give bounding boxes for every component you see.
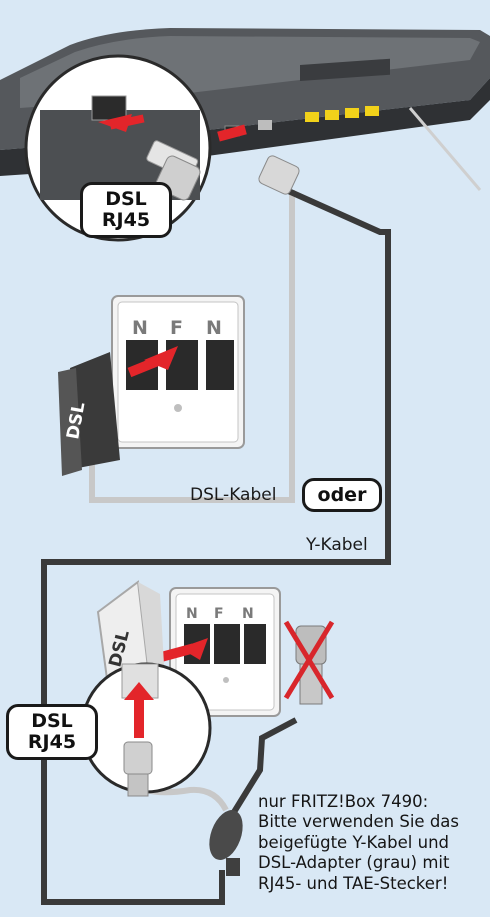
crossed-out-plug	[283, 620, 335, 705]
tae-plug-upper	[58, 352, 120, 476]
dsl-rj45-badge-bottom: DSL RJ45	[6, 704, 98, 760]
lan-port-4	[365, 106, 379, 116]
note-line3: beigefügte Y-Kabel und	[258, 832, 449, 852]
lower-socket-letter-f: F	[214, 606, 224, 622]
note-line5: RJ45- und TAE-Stecker!	[258, 873, 449, 893]
badge-bottom-line2: RJ45	[27, 731, 77, 754]
socket-letter-n1: N	[132, 317, 148, 339]
tae-socket-upper	[111, 295, 245, 449]
badge-top-line2: RJ45	[101, 209, 151, 232]
lower-socket-letter-n2: N	[242, 606, 254, 622]
socket-letter-n2: N	[206, 317, 222, 339]
dsl-cable-grey	[252, 190, 295, 503]
badge-top-line1: DSL	[105, 188, 147, 210]
y-cable-dark	[41, 182, 391, 905]
or-badge: oder	[302, 478, 382, 512]
adapter-port-magnifier	[80, 662, 212, 797]
instruction-note: nur FRITZ!Box 7490: Bitte verwenden Sie …	[258, 792, 490, 894]
dsl-rj45-badge-top: DSL RJ45	[80, 182, 172, 238]
lower-socket-arrow-icon	[180, 638, 208, 660]
y-cable-label: Y-Kabel	[306, 535, 368, 555]
note-line1: nur FRITZ!Box 7490:	[258, 792, 429, 811]
lan-port-2	[325, 110, 339, 120]
dsl-cable-label: DSL-Kabel	[190, 485, 277, 505]
socket-letter-f: F	[170, 317, 183, 339]
badge-bottom-line1: DSL	[31, 710, 73, 732]
lan-port-3	[345, 108, 359, 118]
router-arrow-icon	[217, 124, 247, 142]
adapter-insert-arrow-icon	[134, 698, 144, 738]
tae-socket-lower	[157, 587, 281, 717]
lower-socket-letter-n1: N	[186, 606, 198, 622]
lan-port-1	[305, 112, 319, 122]
note-line2: Bitte verwenden Sie das	[258, 812, 460, 832]
note-line4: DSL-Adapter (grau) mit	[258, 853, 450, 873]
